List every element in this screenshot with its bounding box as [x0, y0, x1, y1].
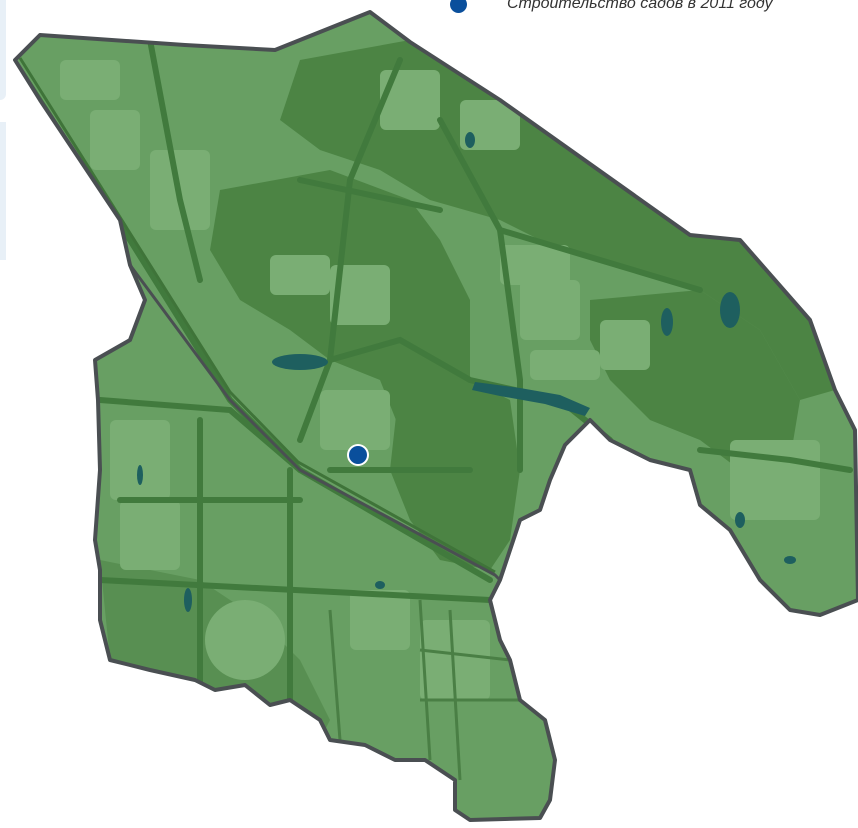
pond — [272, 354, 328, 370]
road — [97, 577, 493, 603]
road-minor — [328, 609, 342, 741]
road — [497, 227, 703, 293]
parcel — [520, 280, 580, 340]
parcel — [60, 60, 120, 100]
parcel — [320, 390, 390, 450]
parcel — [350, 590, 410, 650]
parcel-round — [205, 600, 285, 680]
pond — [465, 132, 475, 148]
road — [697, 447, 853, 473]
inner-border — [128, 264, 502, 582]
road-minor — [419, 648, 511, 662]
pond — [735, 512, 745, 528]
parcel — [530, 350, 600, 380]
parcel — [600, 320, 650, 370]
pond — [184, 588, 192, 612]
road — [437, 117, 523, 473]
pond — [661, 308, 673, 336]
pond — [784, 556, 796, 564]
railway-line — [18, 57, 496, 574]
parcel — [420, 620, 490, 700]
parcel — [90, 110, 140, 170]
parcel — [500, 245, 570, 285]
legend: Строительство садов в 2011 году — [450, 0, 773, 14]
forest-zone-south-central — [390, 380, 520, 570]
parcel — [380, 70, 440, 130]
garden-marker[interactable] — [347, 444, 369, 466]
pond — [720, 292, 740, 328]
river — [472, 382, 590, 416]
side-panel-top — [0, 0, 6, 100]
pond — [375, 581, 385, 589]
parcel — [110, 420, 170, 500]
parcel — [330, 265, 390, 325]
side-panel-bottom — [0, 122, 6, 260]
road-minor — [418, 599, 432, 761]
road-minor — [448, 609, 462, 781]
road — [297, 177, 443, 213]
pond — [137, 465, 143, 485]
legend-label: Строительство садов в 2011 году — [507, 0, 773, 12]
parcel — [120, 500, 180, 570]
legend-marker-icon — [450, 0, 467, 13]
district-border — [13, 10, 858, 822]
road — [297, 57, 403, 443]
circle-marker-inner — [349, 446, 367, 464]
road — [147, 37, 203, 283]
road — [97, 397, 303, 473]
parcel — [460, 100, 520, 150]
parcel — [270, 255, 330, 295]
